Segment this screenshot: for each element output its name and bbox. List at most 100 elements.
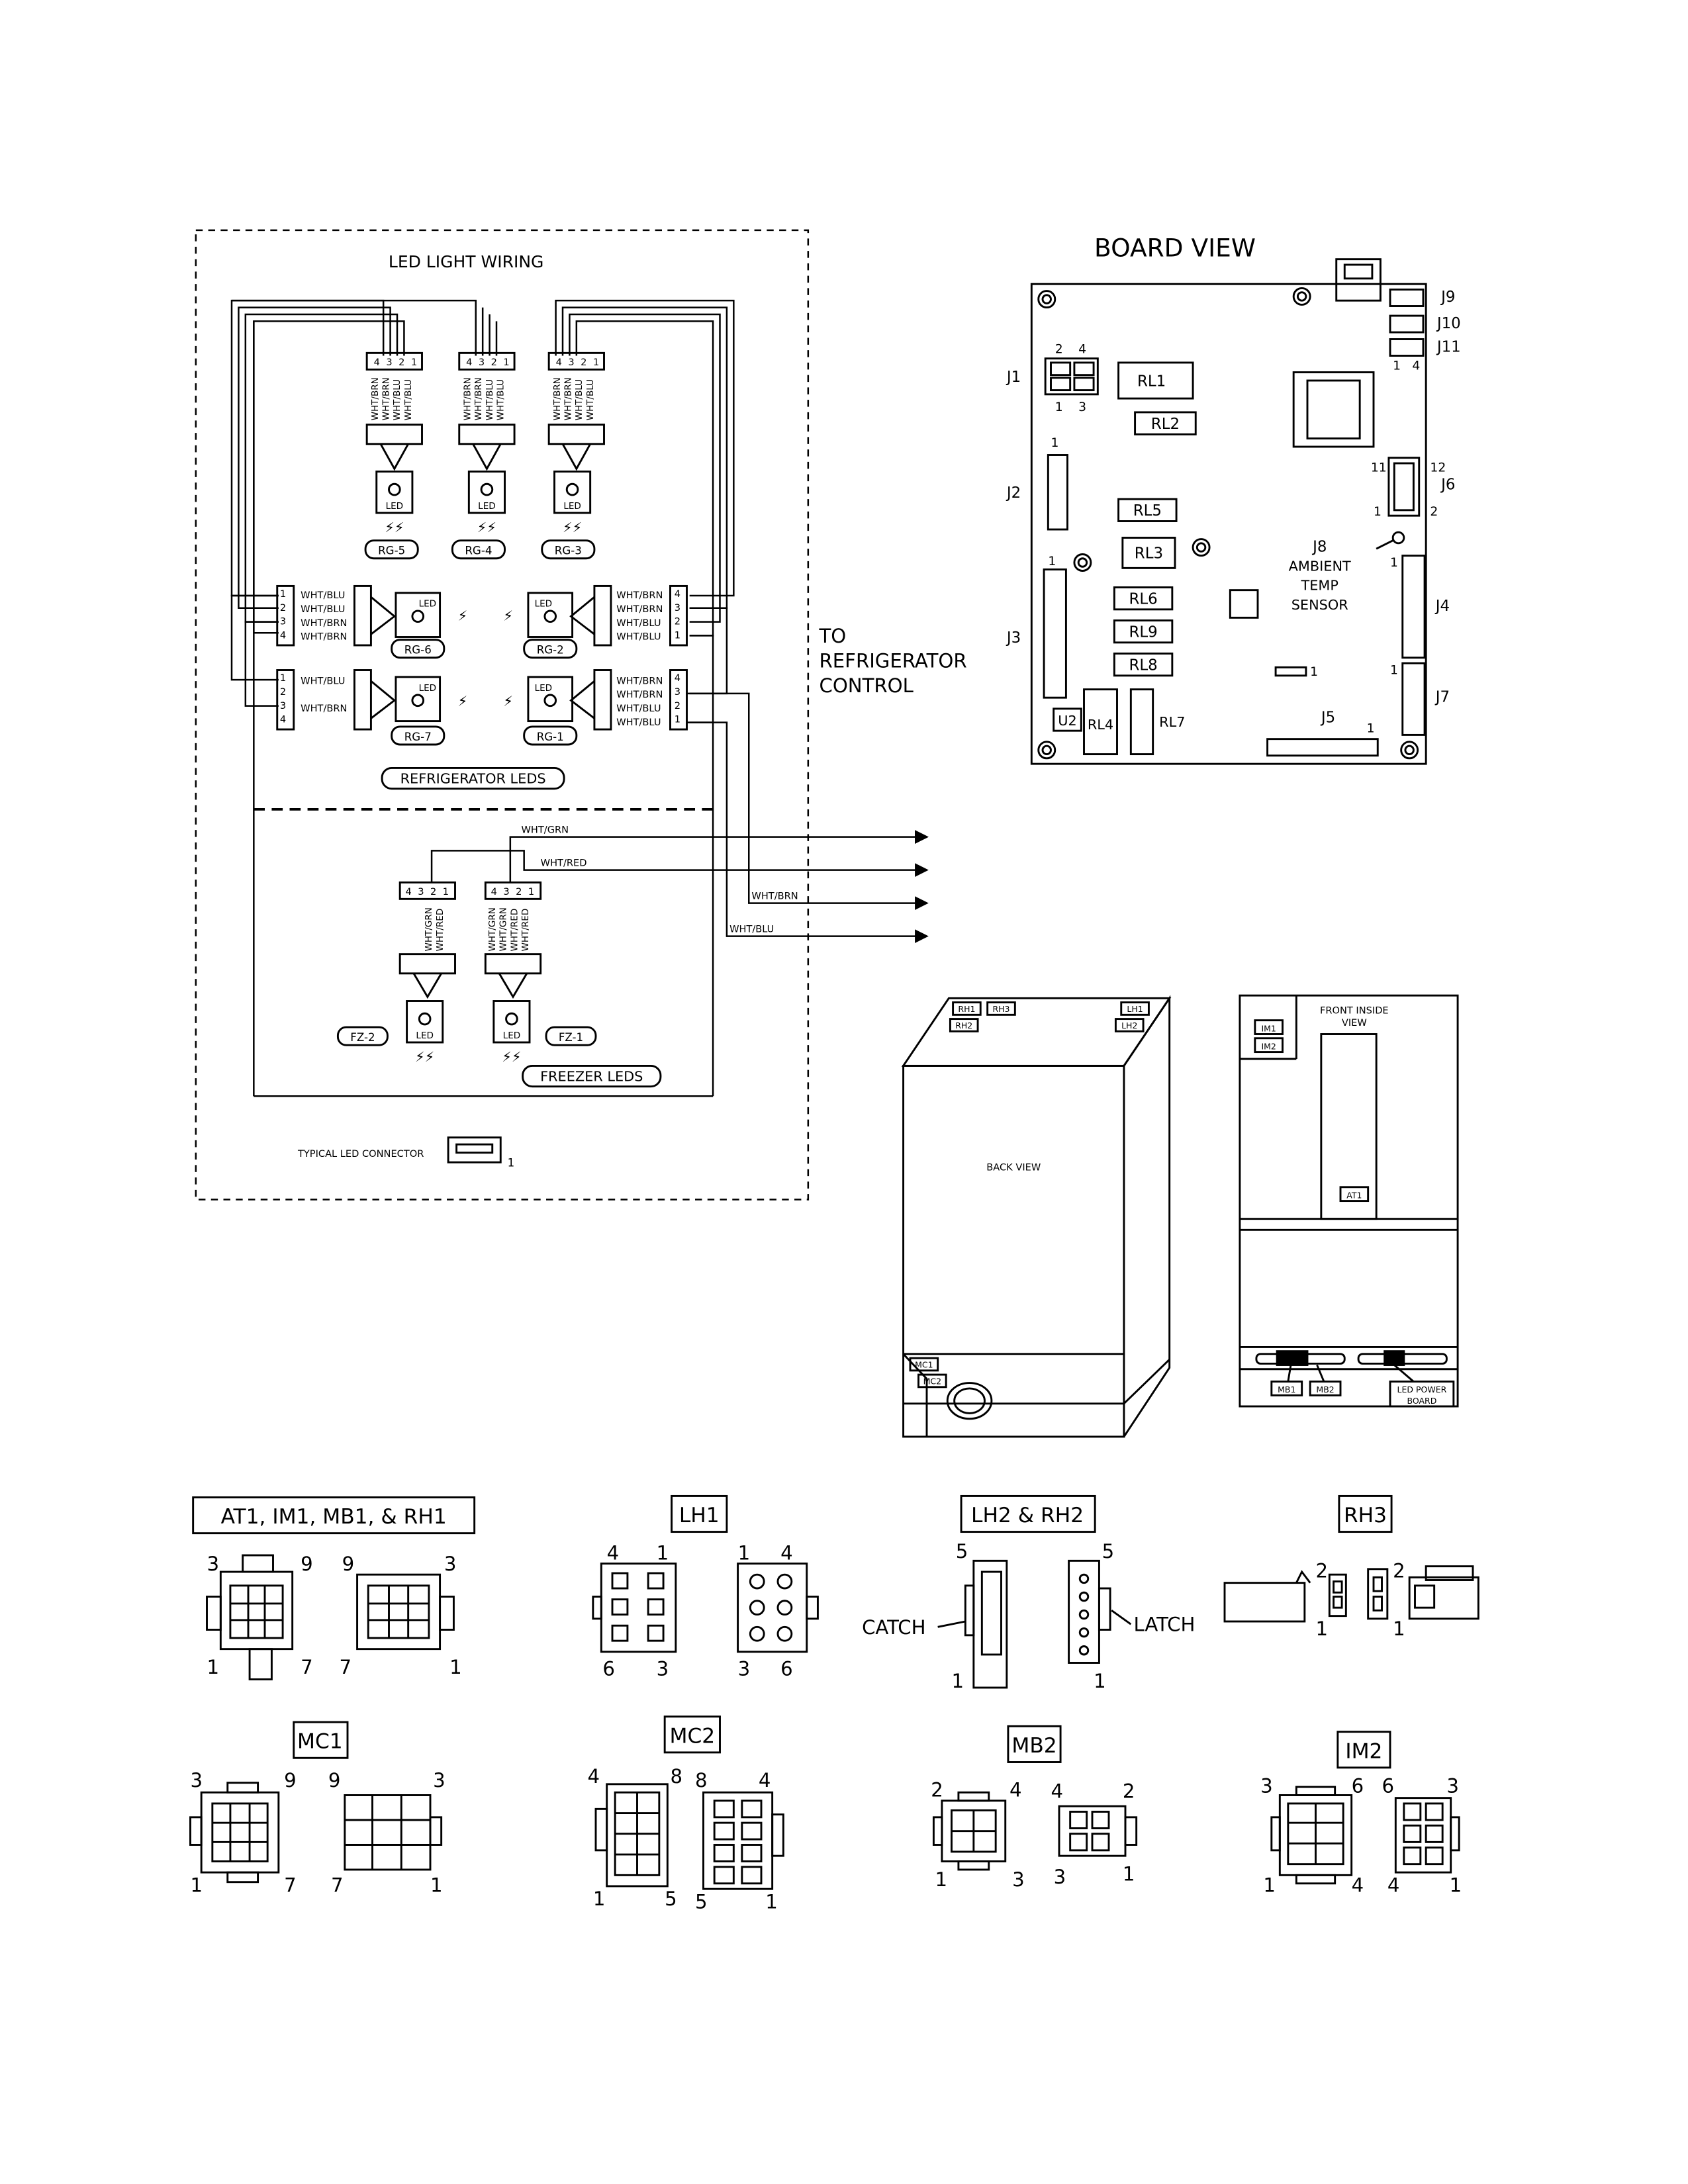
svg-text:MB1: MB1 [1278, 1385, 1295, 1394]
svg-text:8: 8 [695, 1769, 708, 1792]
svg-text:⚡: ⚡ [503, 694, 513, 709]
svg-text:1: 1 [1048, 555, 1056, 569]
rg4-assembly: 4 3 2 1 WHT/BRN WHT/BRN WHT/BLU WHT/BLU … [451, 351, 516, 560]
svg-text:WHT/BLU: WHT/BLU [616, 631, 661, 643]
svg-text:9: 9 [301, 1553, 313, 1575]
svg-text:2: 2 [675, 616, 680, 627]
svg-text:⚡⚡: ⚡⚡ [477, 520, 496, 535]
svg-text:4: 4 [491, 886, 497, 897]
svg-text:4: 4 [1051, 1780, 1064, 1803]
svg-text:1: 1 [207, 1656, 220, 1678]
svg-text:WHT/BLU: WHT/BLU [301, 590, 345, 601]
rl5-label: RL5 [1133, 502, 1162, 520]
j11-label: J11 [1436, 338, 1461, 355]
svg-text:TO: TO [819, 625, 847, 647]
svg-text:1: 1 [508, 1157, 515, 1169]
svg-text:3: 3 [1260, 1774, 1273, 1797]
svg-text:TEMP: TEMP [1301, 578, 1338, 594]
svg-text:1: 1 [1367, 721, 1375, 735]
svg-text:4: 4 [675, 588, 680, 600]
svg-text:3: 3 [738, 1657, 751, 1680]
svg-text:WHT/BLU: WHT/BLU [729, 923, 774, 934]
svg-text:4: 4 [280, 714, 286, 725]
svg-text:3: 3 [1012, 1868, 1025, 1891]
svg-text:4: 4 [675, 672, 680, 684]
svg-text:1: 1 [765, 1890, 778, 1913]
svg-text:LED: LED [419, 599, 437, 610]
svg-text:1: 1 [443, 886, 449, 897]
svg-text:TYPICAL LED CONNECTOR: TYPICAL LED CONNECTOR [297, 1148, 424, 1160]
rg6-tag: RG-6 [404, 644, 432, 657]
connector-detail-lh1: LH1 4 1 6 3 1 4 3 6 [592, 1494, 819, 1680]
svg-text:4: 4 [466, 357, 472, 368]
svg-text:4: 4 [1078, 342, 1086, 356]
svg-text:3: 3 [675, 602, 680, 614]
board-view: BOARD VIEW J9 J10 J11 1 4 J1 2 4 1 3 RL1… [1006, 234, 1461, 765]
svg-text:3: 3 [568, 357, 574, 368]
svg-text:LED: LED [419, 683, 437, 694]
svg-text:SENSOR: SENSOR [1291, 597, 1348, 613]
svg-text:4: 4 [374, 357, 380, 368]
fz2-tag: FZ-2 [350, 1031, 375, 1044]
connector-detail-mb2: MB2 2 4 1 3 4 2 3 1 [931, 1725, 1138, 1891]
top-led-row: 4 3 2 1 WHT/BRN WHT/BRN WHT/BLU WHT/BLU … [364, 351, 605, 560]
j7-label: J7 [1434, 688, 1450, 705]
svg-text:1: 1 [280, 672, 286, 684]
svg-text:2: 2 [430, 886, 436, 897]
svg-text:4: 4 [406, 886, 412, 897]
svg-text:MC2: MC2 [670, 1724, 716, 1748]
svg-text:1: 1 [675, 630, 680, 641]
svg-text:WHT/RED: WHT/RED [520, 909, 531, 952]
svg-text:5: 5 [665, 1888, 677, 1910]
svg-text:3: 3 [191, 1769, 203, 1792]
svg-text:1: 1 [1310, 665, 1318, 679]
rg1-tag: RG-1 [537, 731, 564, 743]
svg-text:4: 4 [1387, 1874, 1400, 1896]
typical-led-connector: TYPICAL LED CONNECTOR 1 [297, 1136, 515, 1169]
svg-text:3: 3 [1054, 1866, 1066, 1888]
j1-label: J1 [1006, 369, 1021, 386]
svg-text:2: 2 [1316, 1559, 1329, 1582]
svg-text:FRONT INSIDE: FRONT INSIDE [1320, 1005, 1389, 1016]
svg-text:2: 2 [581, 357, 586, 368]
svg-text:4: 4 [556, 357, 562, 368]
svg-text:1: 1 [1094, 1670, 1106, 1692]
back-view: BACK VIEW RH1 RH3 RH2 LH1 LH2 MC1 MC2 [901, 995, 1172, 1438]
svg-text:1: 1 [675, 714, 680, 725]
rg2-tag: RG-2 [537, 644, 564, 657]
connector-detail-im2: IM2 3 6 1 4 6 3 4 1 [1260, 1731, 1462, 1896]
svg-text:7: 7 [284, 1874, 297, 1896]
svg-text:6: 6 [1382, 1774, 1395, 1797]
svg-text:5: 5 [956, 1540, 968, 1563]
svg-text:1: 1 [593, 1888, 606, 1910]
svg-text:⚡: ⚡ [458, 608, 468, 623]
front-inside-view: FRONT INSIDE VIEW IM1 IM2 AT1 MB1 MB2 LE… [1239, 994, 1459, 1408]
svg-text:1: 1 [1390, 664, 1398, 678]
svg-text:8: 8 [671, 1765, 683, 1788]
harness-loops [230, 299, 735, 1097]
svg-text:3: 3 [207, 1553, 220, 1575]
svg-text:LED POWER: LED POWER [1397, 1385, 1447, 1394]
freezer-leds-label: FREEZER LEDS [540, 1068, 643, 1084]
svg-text:WHT/BRN: WHT/BRN [473, 377, 484, 420]
svg-text:WHT/BLU: WHT/BLU [585, 379, 596, 420]
svg-text:AT1: AT1 [1346, 1190, 1362, 1200]
svg-text:1: 1 [738, 1541, 751, 1564]
svg-text:WHT/BLU: WHT/BLU [616, 717, 661, 728]
svg-text:3: 3 [479, 357, 485, 368]
svg-text:WHT/BLU: WHT/BLU [495, 379, 506, 420]
svg-text:12: 12 [1430, 461, 1446, 475]
svg-text:LH1: LH1 [679, 1504, 720, 1527]
svg-text:1: 1 [1393, 359, 1401, 373]
svg-text:4: 4 [280, 630, 286, 641]
svg-text:1: 1 [935, 1868, 948, 1891]
connector-detail-mc2: MC2 4 8 1 5 8 4 5 1 [588, 1715, 784, 1913]
rl7-label: RL7 [1159, 714, 1185, 730]
svg-text:⚡⚡: ⚡⚡ [415, 1049, 434, 1065]
svg-text:IM1: IM1 [1261, 1023, 1276, 1033]
board-view-title: BOARD VIEW [1094, 234, 1256, 263]
svg-text:6: 6 [1352, 1774, 1364, 1797]
svg-text:RH3: RH3 [1344, 1504, 1387, 1527]
connector-detail-lh2-rh2: LH2 & RH2 5 1 CATCH 5 1 LATCH [862, 1494, 1195, 1692]
svg-text:WHT/RED: WHT/RED [541, 857, 587, 868]
